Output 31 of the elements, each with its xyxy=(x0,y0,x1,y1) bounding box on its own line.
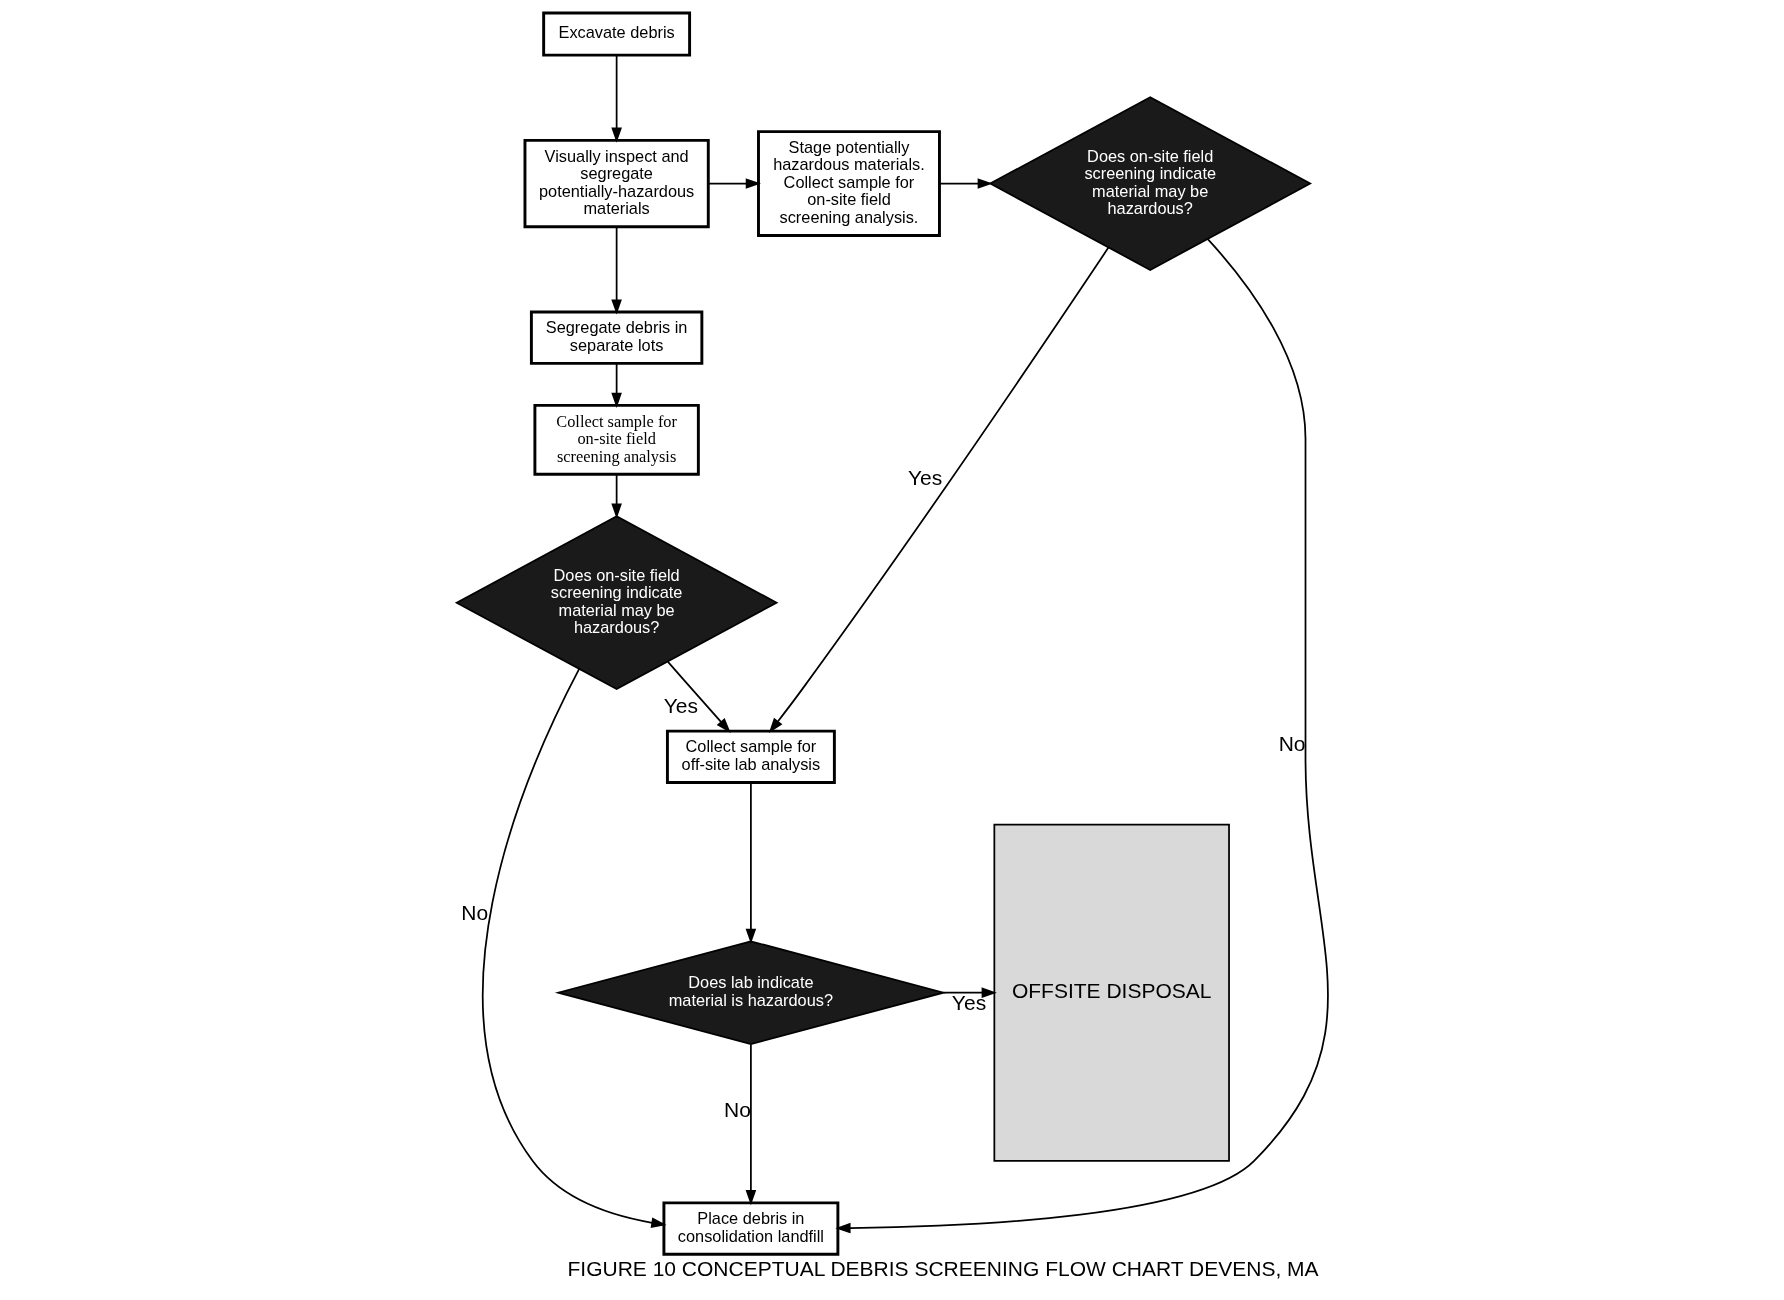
arrow xyxy=(610,54,622,143)
node-box: Visually inspect and segregate potentially-hazardous materials xyxy=(523,138,710,229)
arrow xyxy=(745,1043,756,1206)
edge-label: Yes xyxy=(951,990,986,1014)
node-box: Excavate debris xyxy=(541,11,691,57)
node-box: Collect sample for off-site lab analysis xyxy=(665,729,836,784)
node-diamond: Does on-site field screening indicate material may be hazardous? xyxy=(454,515,778,691)
node-box: Stage potentially hazardous materials. Collect sample for on-site field screening analysis. xyxy=(756,130,941,237)
arrow xyxy=(942,987,997,998)
arrow xyxy=(666,660,731,733)
arrow xyxy=(610,362,622,408)
caption: FIGURE 10 CONCEPTUAL DEBRIS SCREENING FLOW CHART DEVENS, MA xyxy=(566,1256,1319,1280)
node-box: Segregate debris in separate lots xyxy=(529,310,703,365)
arrow xyxy=(768,246,1109,734)
node-box: Place debris in consolidation landfill xyxy=(661,1201,839,1256)
arrow xyxy=(834,238,1328,1234)
node-box: Collect sample for on-site field screening analysis xyxy=(532,403,700,476)
edge-label: No xyxy=(460,901,488,925)
node-diamond: Does on-site field screening indicate material may be hazardous? xyxy=(987,96,1312,271)
arrow xyxy=(938,178,993,189)
edge-label: No xyxy=(723,1098,751,1122)
node-diamond: Does lab indicate material is hazardous? xyxy=(554,940,947,1045)
arrow xyxy=(610,473,622,519)
arrow xyxy=(481,668,666,1228)
edge-label: Yes xyxy=(663,694,698,718)
edge-label: Yes xyxy=(907,465,942,489)
node-box: OFFSITE DISPOSAL xyxy=(992,823,1230,1162)
arrow xyxy=(745,781,756,944)
arrow xyxy=(610,226,622,315)
edge-label: No xyxy=(1278,732,1306,756)
arrow xyxy=(706,178,761,189)
